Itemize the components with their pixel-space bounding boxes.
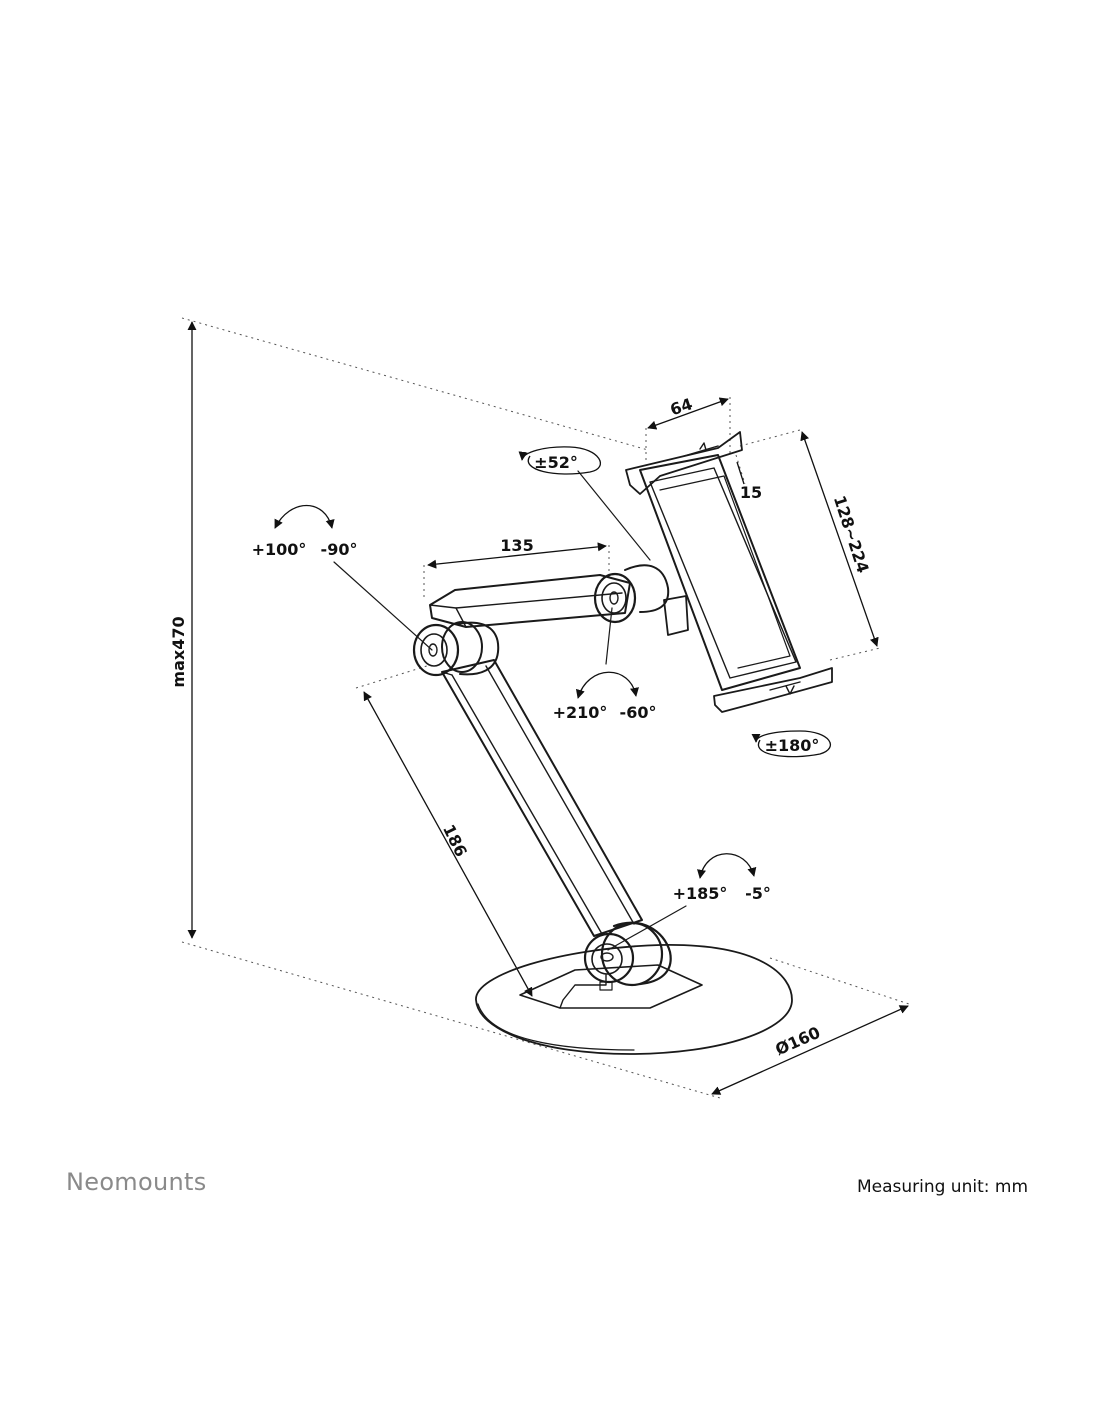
holder-rotation-ellipse [751,730,832,758]
dimension-lines [187,321,909,1095]
top-joint [593,564,670,624]
upper-arm-label: 135 [500,536,533,555]
base-joint-up-label: +185° [673,884,728,903]
lower-arm-dimension-line [363,691,533,997]
elbow-rotation-arc [274,504,335,529]
height-label: max470 [169,616,188,687]
brand-logo: Neomounts [66,1168,207,1196]
mid-joint-rotation-arc [575,671,639,699]
elbow-up-label: +100° [252,540,307,559]
mid-joint-down-label: -60° [620,703,657,722]
holder-clamp-dimension-line [800,431,879,647]
leader-lines [333,470,687,951]
holder-lip-leader [736,461,745,485]
holder-clamp-label: 128~224 [830,493,873,575]
holder-depth-label: 64 [668,394,695,419]
holder-lip-label: 15 [740,483,762,502]
base-dimension-line [711,1005,909,1095]
lower-arm-label: 186 [439,821,471,859]
extension-lines [181,317,913,1099]
elbow-down-label: -90° [321,540,358,559]
holder-rotation-label: ±180° [765,736,820,755]
top-joint-rotation-ellipse [518,446,602,475]
top-joint-rotation-label: ±52° [534,453,578,472]
labels: max470 135 186 Ø160 64 15 128~224 ±52° ±… [169,394,873,1059]
mid-joint-up-label: +210° [553,703,608,722]
lower-arm [441,659,643,937]
elbow-joint [412,621,500,677]
holder-depth-dimension-line [647,397,729,430]
base-joint-down-label: -5° [745,884,771,903]
base-joint-rotation-arc [697,853,757,879]
base-joint [583,921,672,987]
rotation-indicators [274,446,832,879]
base-plate [475,944,793,1055]
base-diameter-label: Ø160 [772,1023,823,1059]
upper-arm-dimension-line [427,542,607,569]
measuring-unit-note: Measuring unit: mm [856,1177,1028,1197]
tablet-holder [625,431,833,713]
